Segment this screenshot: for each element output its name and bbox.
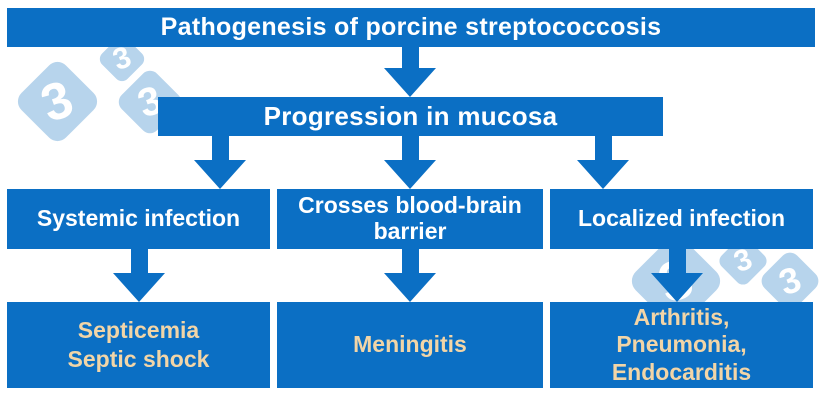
arrow-down-icon xyxy=(384,136,436,189)
arrow-down-icon xyxy=(194,136,246,189)
arrow-down-icon xyxy=(577,136,629,189)
box-meningitis: Meningitis xyxy=(277,302,543,388)
logo-digit: 3 xyxy=(773,257,807,304)
box-label: Systemic infection xyxy=(36,205,241,232)
title-text: Pathogenesis of porcine streptococcosis xyxy=(160,13,662,41)
arrow-head xyxy=(384,160,436,189)
arrow-head xyxy=(113,273,165,302)
logo-digit: 3 xyxy=(33,69,82,134)
box-arthritis-pneumonia-endocarditis: Arthritis, Pneumonia, Endocarditis xyxy=(550,302,813,388)
arrow-head xyxy=(384,273,436,302)
stage-text: Progression in mucosa xyxy=(263,101,558,131)
arrow-stem xyxy=(130,248,148,273)
arrow-stem xyxy=(594,136,612,160)
333-logo-icon: 3 xyxy=(12,56,103,147)
arrow-down-icon xyxy=(384,47,436,97)
logo-digit: 3 xyxy=(108,40,136,77)
box-label-line: Septicemia xyxy=(77,316,200,343)
box-label: Meningitis xyxy=(353,331,467,358)
arrow-stem xyxy=(401,47,419,68)
box-label: Localized infection xyxy=(577,205,786,232)
arrow-down-icon xyxy=(384,248,436,302)
arrow-down-icon xyxy=(651,248,703,302)
box-label-line: Pneumonia, xyxy=(616,331,747,358)
arrow-head xyxy=(577,160,629,189)
box-crosses-blood-brain-barrier: Crosses blood-brain barrier xyxy=(277,189,543,249)
title-banner: Pathogenesis of porcine streptococcosis xyxy=(7,8,815,47)
arrow-stem xyxy=(211,136,229,160)
arrow-head xyxy=(384,68,436,97)
box-label-line: Endocarditis xyxy=(611,358,752,385)
box-localized-infection: Localized infection xyxy=(550,189,813,249)
box-label-line: Arthritis, xyxy=(633,304,730,331)
arrow-stem xyxy=(401,248,419,273)
logo-digit: 3 xyxy=(729,242,757,279)
arrow-head xyxy=(651,273,703,302)
box-label-line: barrier xyxy=(373,218,447,244)
box-label-line: Septic shock xyxy=(67,346,210,372)
arrow-head xyxy=(194,160,246,189)
box-systemic-infection: Systemic infection xyxy=(7,189,270,249)
box-label-line: Crosses blood-brain xyxy=(298,192,522,219)
arrow-down-icon xyxy=(113,248,165,302)
box-septicemia-septic-shock: Septicemia Septic shock xyxy=(7,302,270,388)
arrow-stem xyxy=(668,248,686,273)
stage-banner-progression-in-mucosa: Progression in mucosa xyxy=(158,97,663,136)
arrow-stem xyxy=(401,136,419,160)
